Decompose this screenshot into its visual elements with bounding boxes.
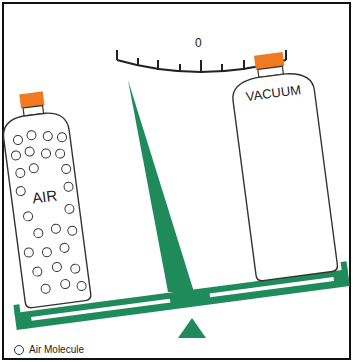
dial-zero: 0: [195, 36, 202, 50]
pivot: [178, 318, 206, 338]
legend-molecule-symbol: [15, 346, 24, 355]
needle: [128, 80, 194, 292]
legend-text: Air Molecule: [29, 344, 84, 355]
